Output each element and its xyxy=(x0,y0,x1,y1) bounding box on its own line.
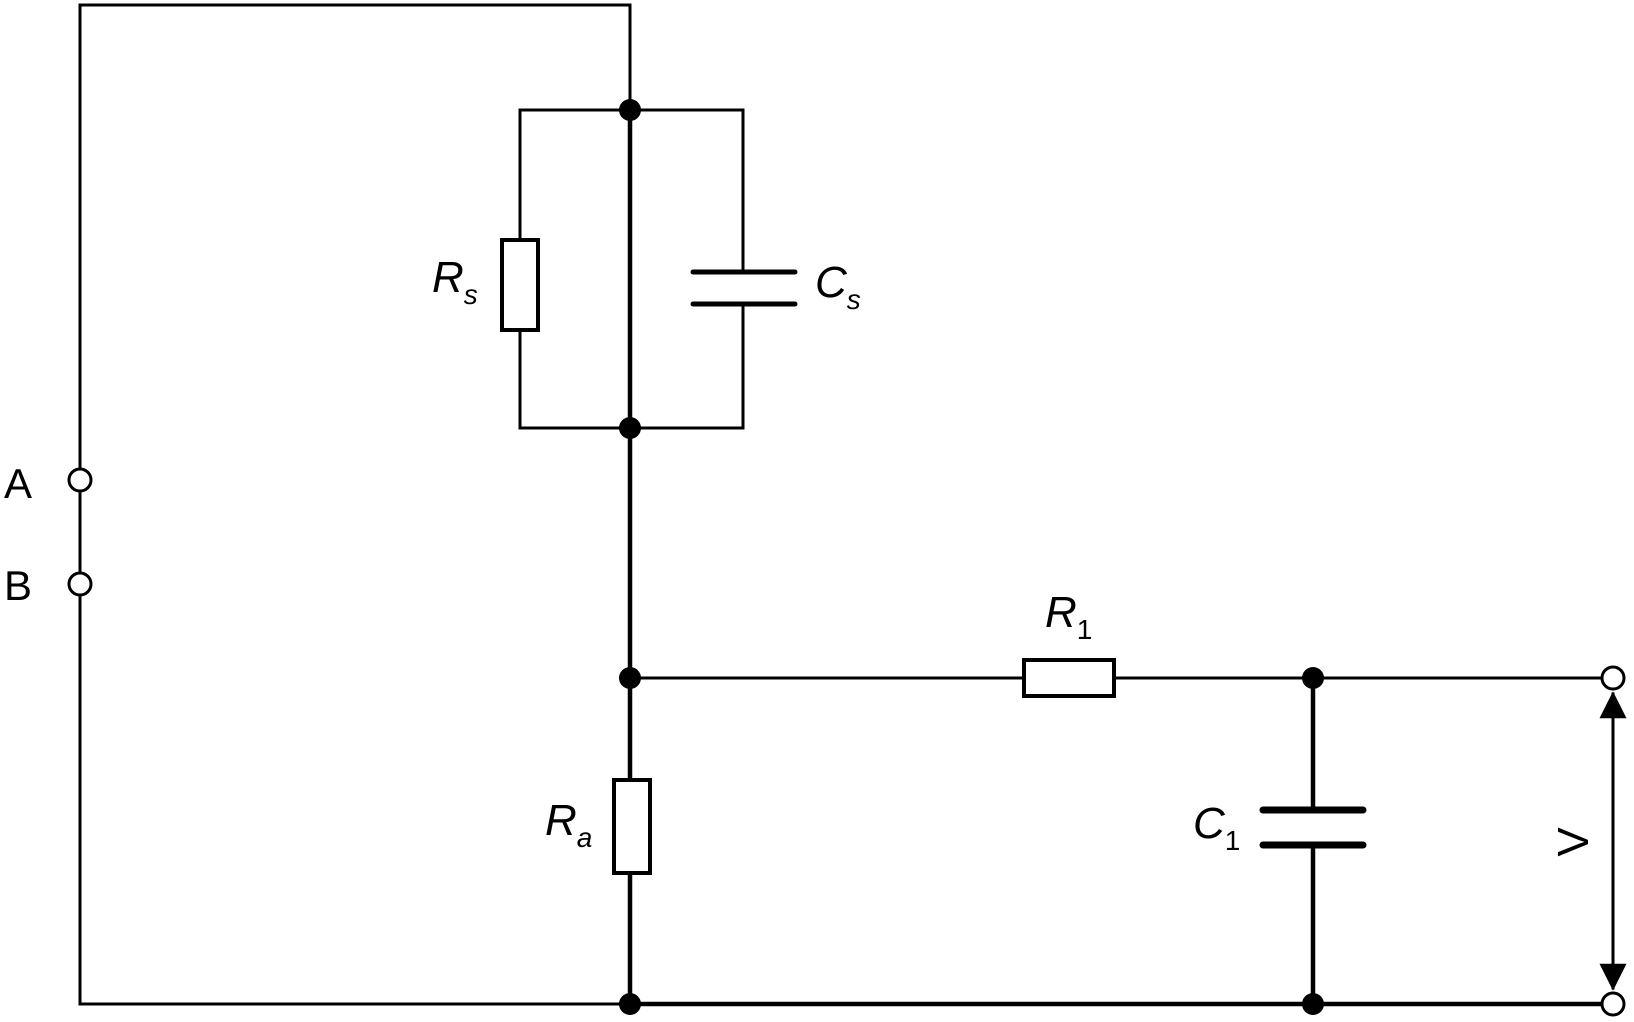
label-rs-sub: s xyxy=(464,279,478,310)
resistor-ra xyxy=(612,778,652,875)
resistor-r1 xyxy=(1022,658,1116,698)
label-ra-main: R xyxy=(545,796,577,845)
junction-dot xyxy=(619,99,641,121)
terminal-a xyxy=(67,467,93,493)
junction-dot xyxy=(619,667,641,689)
label-r1-main: R xyxy=(1045,588,1077,637)
terminal-output-bottom xyxy=(1600,991,1626,1017)
capacitor-cs-gap xyxy=(735,273,751,303)
label-cs-sub: s xyxy=(847,284,861,315)
label-ra-sub: a xyxy=(577,822,593,853)
label-cs: Cs xyxy=(815,258,861,315)
junction-dot xyxy=(1302,667,1324,689)
label-ra: Ra xyxy=(545,796,592,853)
label-r1: R1 xyxy=(1045,588,1092,645)
junction-dot xyxy=(619,993,641,1015)
junction-dot xyxy=(619,417,641,439)
resistor-rs xyxy=(500,238,540,332)
terminal-b xyxy=(67,571,93,597)
wire-cs-branch xyxy=(628,108,745,430)
label-c1-main: C xyxy=(1193,799,1226,848)
junction-dot xyxy=(1302,993,1324,1015)
label-c1-sub: 1 xyxy=(1225,825,1241,856)
label-terminal-b: B xyxy=(4,562,32,609)
label-rs: Rs xyxy=(432,253,478,310)
label-rs-main: R xyxy=(432,253,464,302)
label-terminal-a: A xyxy=(4,460,32,507)
wire-top-left xyxy=(78,3,632,110)
label-c1: C1 xyxy=(1193,799,1240,856)
label-cs-main: C xyxy=(815,258,848,307)
label-r1-sub: 1 xyxy=(1077,614,1093,645)
label-voltage: V xyxy=(1549,827,1598,857)
terminal-output-top xyxy=(1600,665,1626,691)
